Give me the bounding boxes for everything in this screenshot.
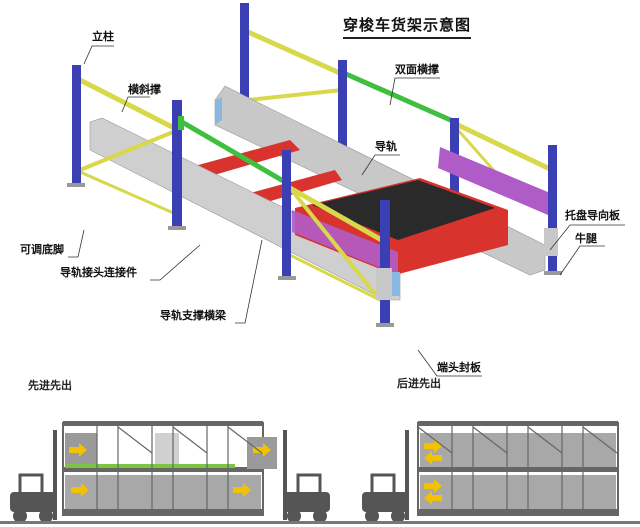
top-brace xyxy=(288,185,387,245)
diagonal-brace xyxy=(247,88,343,102)
adjustable-foot xyxy=(278,276,296,280)
arrow-right-icon xyxy=(253,443,271,457)
divider xyxy=(0,521,640,524)
lifo-rack xyxy=(417,421,619,516)
arrow-right-icon xyxy=(71,483,89,497)
end-plate xyxy=(392,272,400,296)
arrow-right-icon xyxy=(69,443,87,457)
bracket xyxy=(376,268,392,300)
pallet-row xyxy=(65,475,261,509)
adjustable-foot xyxy=(544,271,562,275)
end-plate xyxy=(215,97,222,125)
label-adjustable-foot: 可调底脚 xyxy=(20,243,64,256)
diagram-title: 穿梭车货架示意图 xyxy=(343,14,472,39)
rail xyxy=(89,117,401,301)
label-upright: 立柱 xyxy=(92,30,114,43)
label-bracket: 牛腿 xyxy=(575,232,597,245)
adjustable-foot xyxy=(168,226,186,230)
upright xyxy=(282,150,291,278)
fifo-rack xyxy=(62,421,277,516)
forklift-icon xyxy=(10,430,57,523)
upright xyxy=(548,145,557,273)
arrow-left-icon xyxy=(424,491,442,505)
label-diagonal-brace: 横斜撑 xyxy=(128,83,161,96)
arrow-right-icon xyxy=(424,479,442,493)
upright xyxy=(240,3,249,113)
label-fifo: 先进先出 xyxy=(28,379,72,392)
diagonal-brace xyxy=(288,186,382,302)
label-double-brace: 双面横撑 xyxy=(395,63,439,76)
shuttle-track xyxy=(65,464,235,468)
upright xyxy=(172,100,182,228)
label-pallet-guide: 托盘导向板 xyxy=(565,209,620,222)
adjustable-foot xyxy=(67,183,85,187)
pallet-row xyxy=(420,475,616,509)
pallet-guide-plate xyxy=(438,147,555,218)
leader-lines xyxy=(68,45,625,377)
adjustable-foot xyxy=(376,323,394,327)
bracket xyxy=(544,228,558,256)
front-structure xyxy=(67,65,562,327)
forklift-icon xyxy=(362,430,409,523)
diagonal-brace xyxy=(79,128,179,172)
bottom-brace xyxy=(79,170,179,217)
upright xyxy=(380,200,390,325)
forklift-icon xyxy=(283,430,330,523)
top-brace xyxy=(78,77,180,133)
pallet-row xyxy=(420,433,616,467)
shuttle-top xyxy=(312,180,495,240)
arrow-left-icon xyxy=(424,451,442,465)
label-rail-connector: 导轨接头连接件 xyxy=(60,266,137,279)
brace-connector xyxy=(178,116,184,130)
label-lifo: 后进先出 xyxy=(397,377,441,390)
bottom-brace xyxy=(289,253,381,302)
top-brace xyxy=(456,122,554,173)
upright xyxy=(72,65,81,185)
label-rail-support-beam: 导轨支撑横梁 xyxy=(160,309,226,322)
label-rail: 导轨 xyxy=(375,140,397,153)
label-end-plate: 端头封板 xyxy=(437,361,481,374)
arrow-right-icon xyxy=(233,483,251,497)
pallet xyxy=(155,433,179,467)
double-brace xyxy=(344,71,457,125)
top-brace xyxy=(246,29,344,77)
upright xyxy=(338,60,347,170)
double-brace xyxy=(180,119,287,185)
